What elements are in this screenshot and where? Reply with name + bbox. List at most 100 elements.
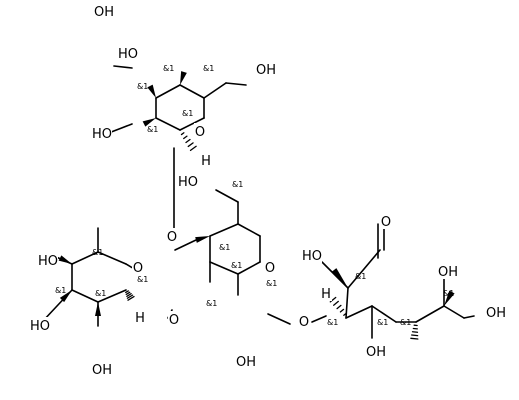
atom-mask (366, 343, 386, 359)
hash-bond (189, 145, 197, 152)
atom-mask (132, 259, 144, 275)
single-bond (179, 84, 205, 99)
atom-mask (380, 213, 392, 229)
atom-gal-o6: OH (256, 63, 276, 78)
wedge-bond (331, 268, 348, 288)
atom-link-o3: O (167, 230, 177, 245)
atom-glc-o2: OH (236, 355, 256, 370)
atom-fuc-o3: HO (30, 319, 50, 334)
atom-mask (302, 247, 322, 263)
single-bond (225, 82, 247, 86)
atom-mask (92, 361, 112, 377)
single-bond (97, 251, 127, 265)
stereo-descriptor: &1 (400, 318, 411, 327)
single-bond (203, 82, 227, 99)
stereo-descriptor: &1 (163, 64, 174, 73)
atom-mask (194, 123, 206, 139)
stereo-descriptor: &1 (231, 261, 242, 270)
stereo-descriptor: &1 (327, 318, 338, 327)
hash-bond (187, 142, 194, 148)
stereo-descriptor: &1 (147, 125, 158, 134)
atom-mask (200, 152, 212, 168)
atom-ald-h3: H (321, 287, 331, 302)
hash-bond (126, 294, 134, 299)
single-bond (237, 261, 261, 275)
stereo-descriptor: &1 (206, 299, 217, 308)
hash-bond (183, 135, 188, 140)
single-bond (443, 305, 465, 319)
stereo-descriptor: &1 (266, 279, 277, 288)
atom-gal-h1: H (201, 154, 211, 169)
stereo-descriptor: &1 (137, 275, 148, 284)
atom-mask (320, 285, 332, 301)
atom-mask (38, 252, 58, 268)
hash-bond (126, 293, 132, 297)
single-bond (155, 117, 181, 131)
hash-bond (180, 132, 185, 136)
single-bond (174, 239, 197, 251)
hash-bond (185, 138, 191, 144)
single-bond (113, 65, 133, 69)
atom-fuc-o2: OH (92, 363, 112, 378)
atom-mask (134, 309, 146, 325)
hash-bond (125, 291, 131, 296)
atom-mask (92, 125, 112, 141)
atom-mask (236, 353, 256, 369)
single-bond (267, 313, 291, 325)
atom-mask (168, 311, 180, 327)
stereo-descriptor: &1 (95, 289, 106, 298)
single-bond (311, 315, 327, 323)
atom-mask (166, 228, 178, 244)
stereo-descriptor: &1 (55, 286, 66, 295)
hash-bond (127, 295, 135, 301)
hash-bond (339, 308, 345, 313)
atom-mask (118, 45, 138, 61)
single-bond (371, 305, 397, 323)
stereo-descriptor: &1 (443, 289, 454, 298)
hash-bond (343, 312, 347, 316)
atom-gal-o2: HO (92, 127, 112, 142)
single-bond (209, 261, 239, 275)
atom-ald-o6: OH (486, 306, 506, 321)
wedge-bond (147, 84, 156, 98)
hash-bond (333, 300, 339, 306)
single-bond (71, 251, 99, 265)
wedge-bond (142, 118, 156, 127)
stereo-labels: &1&1&1&1&1&1&1&1&1&1&1&1&1&1&1&1&1&1&1 (55, 64, 454, 327)
single-bond (415, 305, 445, 323)
stereo-descriptor: &1 (219, 243, 230, 252)
wedge-bond (59, 290, 72, 303)
atom-mask (298, 313, 310, 329)
hash-bond (336, 304, 342, 310)
atom-ald-o4: OH (438, 265, 458, 280)
atom-mask (486, 304, 506, 320)
single-bond (209, 223, 239, 237)
single-bond (155, 84, 181, 99)
atom-gal-o3: HO (118, 47, 138, 62)
atom-fuc-ring-o: O (133, 261, 143, 276)
single-bond (97, 289, 127, 303)
atom-gal-o4: OH (94, 5, 114, 20)
wedge-bond (195, 236, 210, 243)
atom-mask (178, 173, 198, 189)
single-bond (345, 305, 373, 319)
atom-ald-o5: OH (366, 345, 386, 360)
stereo-descriptor: &1 (92, 248, 103, 257)
atom-ald-o: O (381, 215, 391, 230)
single-bond (347, 249, 381, 289)
stereo-descriptor: &1 (182, 109, 193, 118)
atom-mask (94, 3, 114, 19)
atom-glc-o6: HO (178, 175, 198, 190)
wedge-bond (444, 290, 455, 306)
single-bond (237, 223, 261, 237)
wedge-bond (95, 302, 101, 316)
atom-fuc-h1: H (135, 311, 145, 326)
atom-ald-o2: HO (302, 249, 322, 264)
hash-bond (411, 334, 419, 337)
atom-link-o2: O (169, 313, 179, 328)
wedge-bond (180, 71, 187, 85)
atom-glc-ring-o: O (265, 261, 275, 276)
bonds (41, 65, 475, 340)
